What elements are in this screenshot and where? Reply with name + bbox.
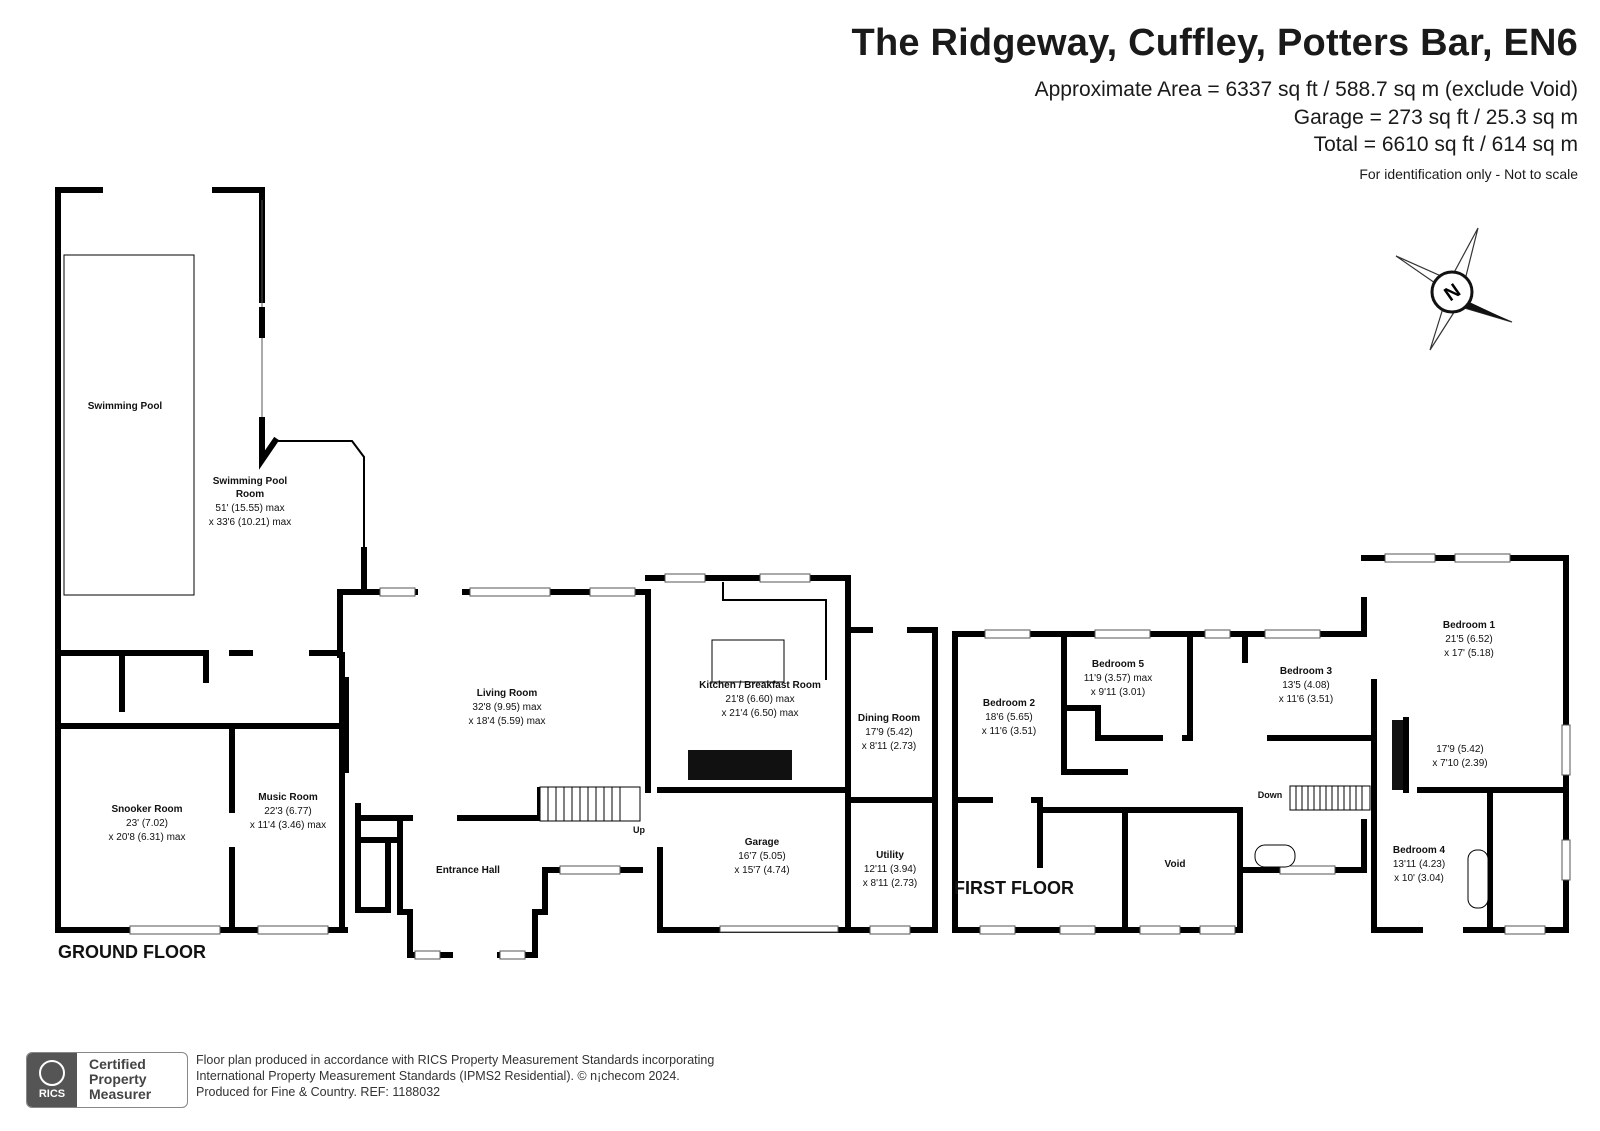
ground-stairs-up-label: Up [633,825,645,835]
utility-dim1: 12'11 (3.94) [864,864,916,875]
snooker-room-dim2: x 20'8 (6.31) max [109,832,186,843]
garage-area: Garage = 273 sq ft / 25.3 sq m [1293,106,1578,129]
bedroom2-name: Bedroom 2 [983,698,1036,709]
footer-line1: Floor plan produced in accordance with R… [196,1053,715,1067]
snooker-room-dim1: 23' (7.02) [126,818,168,829]
bedroom4-dim2: x 10' (3.04) [1394,873,1444,884]
rics-logo-text: RICS [38,1088,66,1100]
footer-line3: Produced for Fine & Country. REF: 118803… [196,1085,441,1099]
rics-lion-icon [39,1060,65,1086]
dressing-dim2: x 7'10 (2.39) [1432,758,1487,769]
footer-text: Floor plan produced in accordance with R… [196,1052,714,1100]
bedroom2-dim1: 18'6 (5.65) [985,712,1033,723]
north-arrow-icon: N [1395,227,1513,351]
first-floor-walls [952,553,1571,935]
bedroom3-name: Bedroom 3 [1280,666,1333,677]
badge-line2: Property [89,1071,147,1087]
page-title: The Ridgeway, Cuffley, Potters Bar, EN6 [851,22,1578,64]
living-room-dim1: 32'8 (9.95) max [472,702,541,713]
bedroom5-name: Bedroom 5 [1092,659,1145,670]
utility-dim2: x 8'11 (2.73) [863,878,918,889]
bedroom5-dim1: 11'9 (3.57) max [1084,673,1152,684]
bedroom5-dim2: x 9'11 (3.01) [1091,687,1146,698]
ground-floor-label: GROUND FLOOR [58,942,206,962]
ground-stairs [539,786,641,822]
bedroom1-name: Bedroom 1 [1443,620,1496,631]
first-floor-stairs [1289,785,1371,811]
badge-line1: Certified [89,1056,146,1072]
entrance-hall-name: Entrance Hall [436,865,500,876]
swimming-pool-basin [63,254,195,596]
snooker-room-name: Snooker Room [111,804,182,815]
rics-logo: RICS [27,1053,77,1107]
swimming-pool-label: Swimming Pool [88,401,163,412]
badge-line3: Measurer [89,1086,152,1102]
music-room-name: Music Room [258,792,318,803]
bedroom2-dim2: x 11'6 (3.51) [982,726,1037,737]
footer-line2: International Property Measurement Stand… [196,1069,680,1083]
first-floor-label: FIRST FLOOR [954,878,1074,898]
rics-certified-badge: RICS Certified Property Measurer [26,1052,188,1108]
pool-room-name2: Room [236,489,264,500]
bedroom1-dim1: 21'5 (6.52) [1445,634,1493,645]
bedroom4-dim1: 13'11 (4.23) [1393,859,1445,870]
kitchen-dim2: x 21'4 (6.50) max [722,708,799,719]
dining-room-dim1: 17'9 (5.42) [865,727,913,738]
utility-name: Utility [876,850,904,861]
music-room-dim1: 22'3 (6.77) [264,806,312,817]
music-room-dim2: x 11'4 (3.46) max [250,820,326,831]
bedroom3-dim1: 13'5 (4.08) [1282,680,1330,691]
kitchen-dim1: 21'8 (6.60) max [725,694,794,705]
bedroom1-dim2: x 17' (5.18) [1444,648,1494,659]
kitchen-name: Kitchen / Breakfast Room [699,680,821,691]
void-label: Void [1165,859,1186,870]
living-room-dim2: x 18'4 (5.59) max [469,716,546,727]
garage-dim2: x 15'7 (4.74) [734,865,789,876]
total-area: Total = 6610 sq ft / 614 sq m [1313,133,1578,156]
dressing-dim1: 17'9 (5.42) [1436,744,1484,755]
dining-room-name: Dining Room [858,713,920,724]
disclaimer-note: For identification only - Not to scale [1359,166,1578,182]
pool-room-dim2: x 33'6 (10.21) max [209,517,292,528]
approximate-area: Approximate Area = 6337 sq ft / 588.7 sq… [1034,78,1578,101]
garage-dim1: 16'7 (5.05) [738,851,786,862]
garage-name: Garage [745,837,780,848]
pool-room-dim1: 51' (15.55) max [215,503,284,514]
bedroom3-dim2: x 11'6 (3.51) [1279,694,1334,705]
living-room-name: Living Room [477,688,538,699]
pool-room-name1: Swimming Pool [213,476,288,487]
first-stairs-down-label: Down [1258,790,1283,800]
bedroom4-name: Bedroom 4 [1393,845,1446,856]
ground-floor-walls [55,187,938,960]
dining-room-dim2: x 8'11 (2.73) [862,741,917,752]
